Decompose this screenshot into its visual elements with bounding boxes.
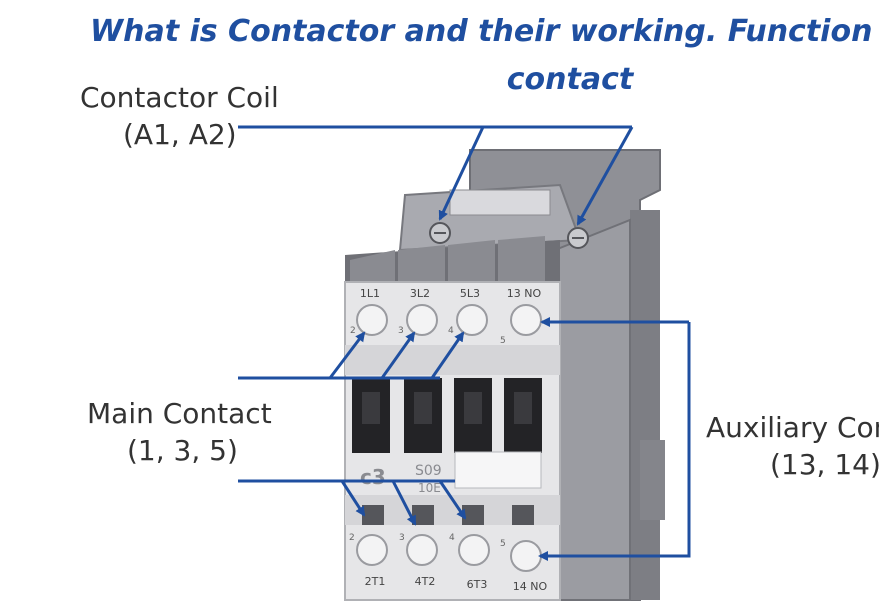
coil-arrows [238,125,634,226]
coil-terminals-label: (A1, A2) [123,118,237,151]
model-number: S09 [415,463,442,479]
small-mark: 5 [500,336,506,346]
terminal-label-13no: 13 NO [507,287,542,300]
small-mark: 5 [500,539,506,549]
coil-terminal-a2 [567,227,589,249]
auxiliary-contact-terminals-label: (13, 14) [770,448,879,481]
main-contact-arrows [238,331,467,526]
contact-windows [352,378,542,453]
bottom-screw-holes [356,534,542,572]
terminal-label-2t1: 2T1 [365,575,386,588]
page-title-line-2: contact [506,62,634,97]
small-mark: 3 [398,326,404,336]
terminal-label-4t2: 4T2 [415,575,436,588]
auxiliary-arrows [538,317,691,561]
terminal-label-3l2: 3L2 [410,287,430,300]
label-plate [454,451,542,489]
small-mark: 3 [399,533,405,543]
top-screw-holes [356,304,542,336]
terminal-label-1l1: 1L1 [360,287,380,300]
terminal-label-5l3: 5L3 [460,287,480,300]
small-mark: 2 [349,533,355,543]
small-mark: 2 [350,326,356,336]
bottom-slots [362,505,534,525]
main-contact-terminals-label: (1, 3, 5) [127,434,238,467]
small-mark: 4 [449,533,455,543]
main-contact-label: Main Contact [87,397,272,430]
contactor-body [344,149,665,601]
coil-label: Contactor Coil [80,81,279,114]
brand-logo: c3 [360,465,386,489]
small-mark: 4 [448,326,454,336]
coil-terminal-a1 [429,222,451,244]
auxiliary-contact-label: Auxiliary Con [706,411,879,444]
terminal-label-6t3: 6T3 [467,578,488,591]
terminal-label-14no: 14 NO [513,580,548,593]
model-suffix: 10E [418,481,441,495]
page-title: What is Contactor and their working. Fun… [90,14,879,49]
